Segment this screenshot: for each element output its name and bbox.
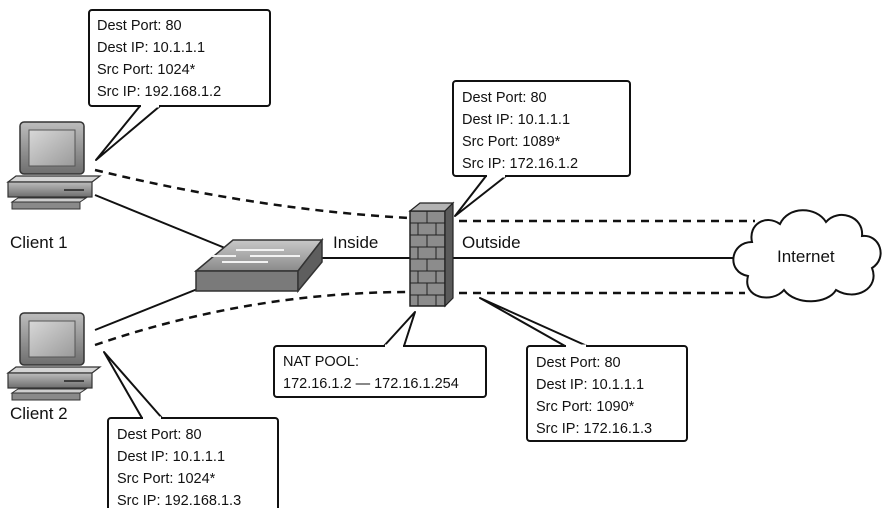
- callout-client2-line1: Dest Port: 80: [117, 427, 202, 443]
- callout-outside-bottom-line1: Dest Port: 80: [536, 355, 621, 371]
- callout-client2: Dest Port: 80 Dest IP: 10.1.1.1 Src Port…: [103, 351, 279, 508]
- callout-outside-bottom-line2: Dest IP: 10.1.1.1: [536, 377, 644, 393]
- inside-label: Inside: [333, 233, 378, 252]
- callout-client2-line4: Src IP: 192.168.1.3: [117, 493, 241, 508]
- callout-outside-bottom-line3: Src Port: 1090*: [536, 399, 635, 415]
- callout-outside-top: Dest Port: 80 Dest IP: 10.1.1.1 Src Port…: [452, 80, 631, 217]
- dashed-flows: [94, 168, 755, 347]
- callout-client1-line4: Src IP: 192.168.1.2: [97, 84, 221, 100]
- client2-label: Client 2: [10, 404, 68, 423]
- client2-computer-icon: [6, 312, 102, 401]
- callout-nat-pool-line1: NAT POOL:: [283, 354, 359, 370]
- outside-label: Outside: [462, 233, 521, 252]
- firewall-icon: [408, 201, 455, 308]
- callout-client1-line2: Dest IP: 10.1.1.1: [97, 40, 205, 56]
- internet-cloud-icon: [732, 209, 882, 303]
- callout-outside-top-line1: Dest Port: 80: [462, 90, 547, 106]
- client1-label: Client 1: [10, 233, 68, 252]
- callout-outside-top-line2: Dest IP: 10.1.1.1: [462, 112, 570, 128]
- callout-outside-top-line4: Src IP: 172.16.1.2: [462, 156, 578, 172]
- callout-nat-pool: NAT POOL: 172.16.1.2 — 172.16.1.254: [273, 311, 487, 398]
- callout-client1-line3: Src Port: 1024*: [97, 62, 196, 78]
- callout-nat-pool-line2: 172.16.1.2 — 172.16.1.254: [283, 376, 459, 392]
- callout-client1-line1: Dest Port: 80: [97, 18, 182, 34]
- client1-computer-icon: [6, 121, 102, 210]
- internet-label: Internet: [777, 247, 835, 266]
- flow-client1-path: [94, 168, 411, 220]
- callout-client2-line2: Dest IP: 10.1.1.1: [117, 449, 225, 465]
- flow-client2-path: [94, 290, 411, 347]
- callout-outside-bottom: Dest Port: 80 Dest IP: 10.1.1.1 Src Port…: [479, 297, 688, 442]
- switch-icon: [193, 237, 324, 294]
- callout-outside-top-line3: Src Port: 1089*: [462, 134, 561, 150]
- callout-client1: Dest Port: 80 Dest IP: 10.1.1.1 Src Port…: [88, 9, 271, 161]
- link-client1-switch: [94, 194, 226, 249]
- callout-client2-line3: Src Port: 1024*: [117, 471, 216, 487]
- callout-outside-bottom-line4: Src IP: 172.16.1.3: [536, 421, 652, 437]
